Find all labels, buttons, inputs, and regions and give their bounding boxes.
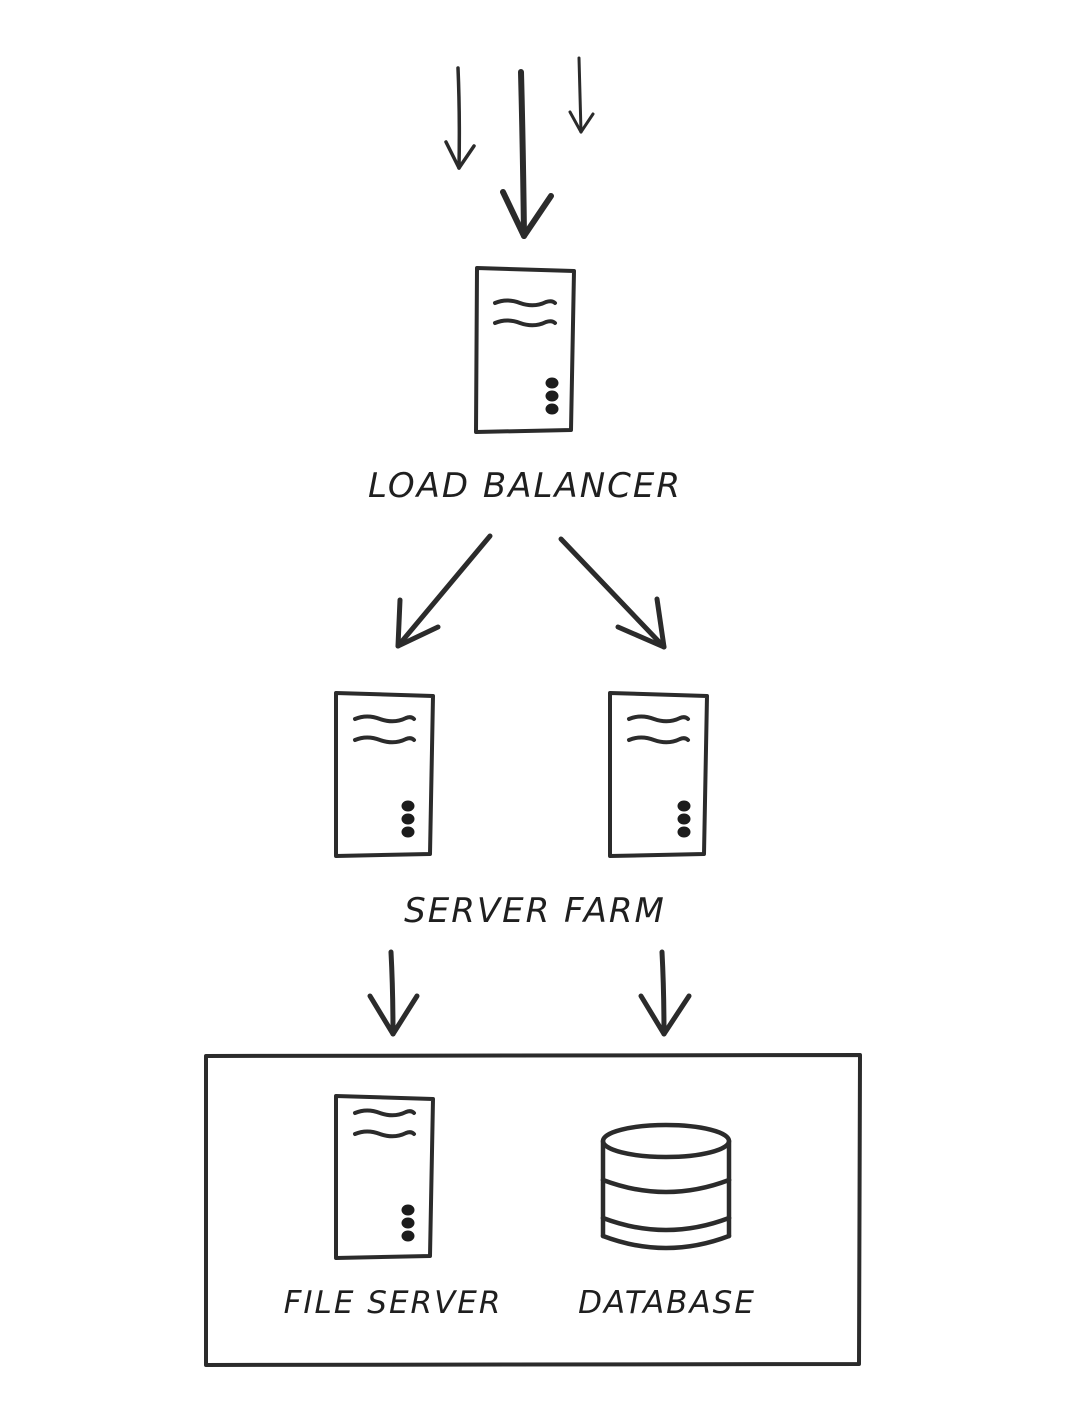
file-server-icon bbox=[334, 1094, 435, 1260]
arrow-to-server-left bbox=[395, 533, 493, 649]
arrow-to-server-right bbox=[558, 536, 667, 650]
load-balancer-server-icon bbox=[474, 266, 576, 434]
arrow-to-database bbox=[638, 949, 692, 1037]
load-balancer-label: LOAD BALANCER bbox=[368, 466, 682, 506]
server-farm-label: SERVER FARM bbox=[404, 891, 666, 931]
storage-container bbox=[204, 1053, 862, 1367]
file-server-label: FILE SERVER bbox=[284, 1285, 503, 1321]
farm-server-right-icon bbox=[608, 691, 709, 858]
arrow-to-file-server bbox=[367, 949, 420, 1037]
incoming-arrow-right bbox=[568, 56, 595, 134]
incoming-arrow-left bbox=[444, 66, 476, 170]
database-label: DATABASE bbox=[578, 1285, 756, 1321]
incoming-arrow-main bbox=[500, 69, 554, 239]
database-icon bbox=[600, 1122, 732, 1251]
farm-server-left-icon bbox=[334, 691, 435, 858]
